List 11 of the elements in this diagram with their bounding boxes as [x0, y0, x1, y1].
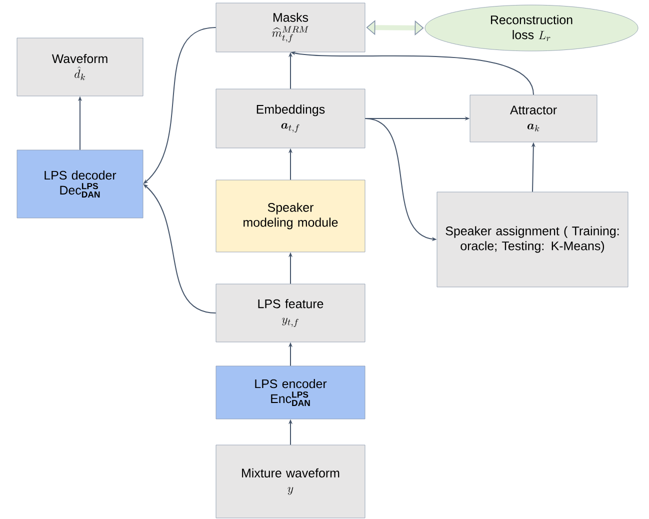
- input-box: Mixture waveform $y$: [216, 444, 366, 518]
- process-box: Speaker assignment ( Training: oracle; Testing: K-Means): [436, 192, 628, 288]
- double-arrow: [366, 20, 424, 36]
- decoder-box: LPS decoder $\mathrm{Dec}_{\mathbf{DAN}}^{\mathbf{LPS}}$: [16, 150, 144, 218]
- output-box: Waveform $\hat{d}_k$: [16, 38, 144, 96]
- process-box: Masks $\widehat{m}_{t,f}^{MRM}$: [216, 2, 366, 52]
- process-box: LPS feature $y_{t,f}$: [216, 284, 366, 342]
- encoder-box: LPS encoder $\mathrm{Enc}_{\mathbf{DAN}}^{\mathbf{LPS}}$: [216, 366, 366, 420]
- process-box: Embeddings $\boldsymbol{a}_{t,f}$: [216, 88, 366, 148]
- module-box: Speaker modeling module: [216, 180, 366, 252]
- process-box: Attractor $\boldsymbol{a}_k$: [470, 94, 598, 142]
